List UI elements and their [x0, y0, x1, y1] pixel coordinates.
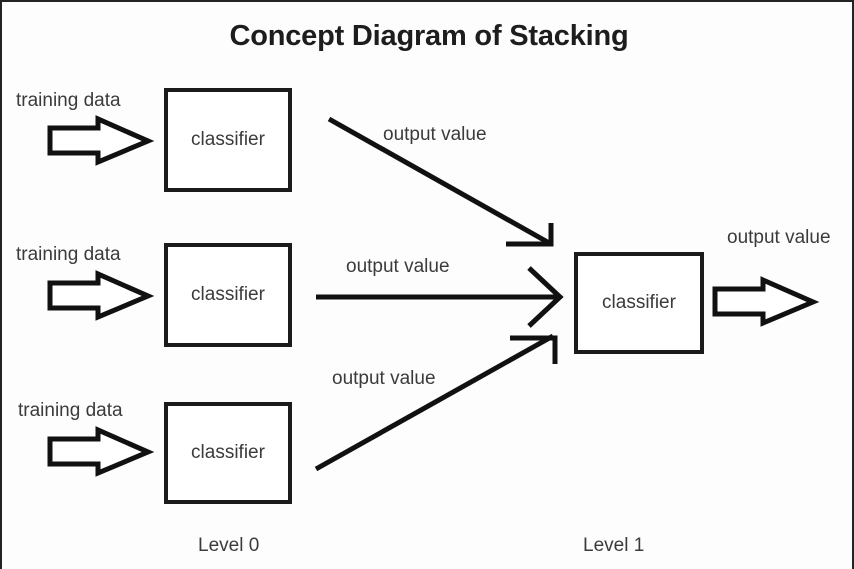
block-arrow-level1-output [712, 276, 820, 327]
block-arrow-training-3 [47, 426, 155, 477]
level1-output-value-label: output value [727, 227, 831, 248]
level0-classifier-label-3: classifier [191, 442, 265, 463]
level0-classifier-box-2[interactable]: classifier [164, 243, 292, 347]
level-1-label: Level 1 [583, 535, 645, 556]
output-value-label-2: output value [346, 256, 450, 277]
training-data-label-1: training data [16, 90, 121, 111]
output-value-label-3: output value [332, 368, 436, 389]
output-value-label-1: output value [383, 124, 487, 145]
page-title: Concept Diagram of Stacking [229, 20, 629, 52]
connector-arrow-3 [314, 333, 558, 472]
level1-classifier-label: classifier [602, 292, 676, 313]
training-data-label-2: training data [16, 244, 121, 265]
level0-classifier-box-1[interactable]: classifier [164, 88, 292, 192]
level1-classifier-box[interactable]: classifier [574, 252, 704, 354]
block-arrow-training-1 [47, 115, 155, 166]
level0-classifier-label-2: classifier [191, 284, 265, 305]
level0-classifier-box-3[interactable]: classifier [164, 402, 292, 504]
level-0-label: Level 0 [198, 535, 260, 556]
training-data-label-3: training data [18, 400, 123, 421]
block-arrow-training-2 [47, 270, 155, 321]
level0-classifier-label-1: classifier [191, 129, 265, 150]
